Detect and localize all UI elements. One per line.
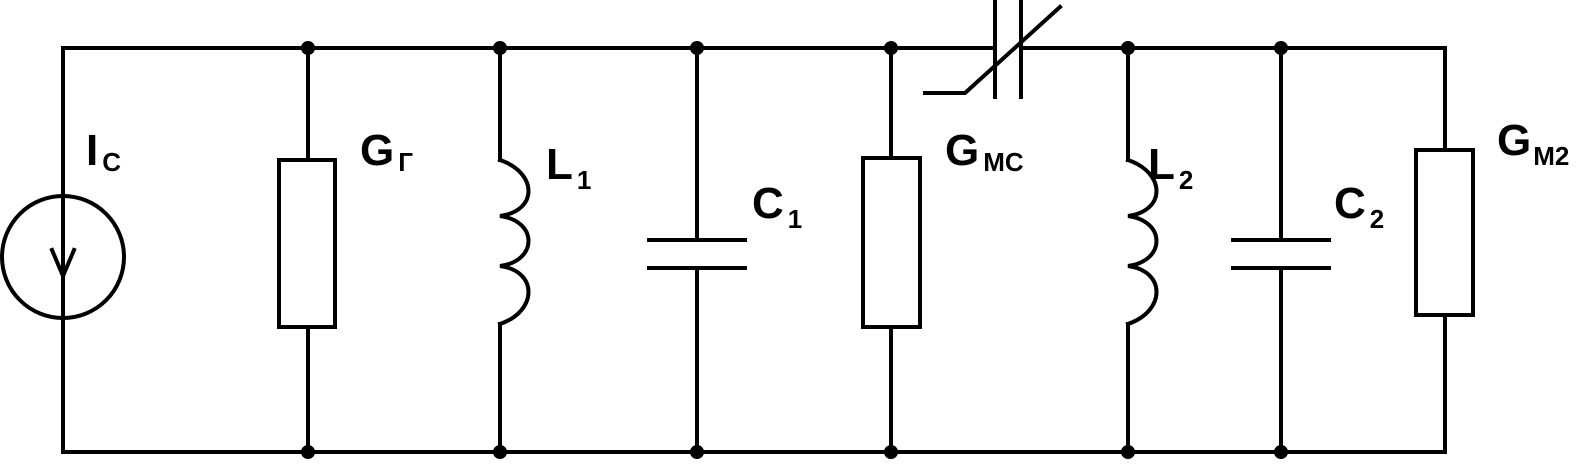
junction-dot <box>884 41 898 55</box>
junction-dot <box>1121 445 1135 459</box>
junction-dot <box>301 41 315 55</box>
inductor-l1 <box>497 46 531 454</box>
variable-capacitor <box>923 0 1063 99</box>
junction-dot <box>493 41 507 55</box>
bus-wires <box>61 46 1447 454</box>
junction-dot <box>1274 445 1288 459</box>
resistor-g-mc <box>861 46 922 454</box>
capacitor-c1 <box>647 46 747 454</box>
resistor-g-gen <box>277 46 337 454</box>
junction-dot <box>690 445 704 459</box>
label-g-m2: GМ2 <box>1497 116 1569 171</box>
bottom-bus <box>61 313 1447 454</box>
capacitor-c2 <box>1231 46 1331 454</box>
junction-dots <box>301 41 1288 459</box>
inductor-l2 <box>1125 46 1159 454</box>
junction-dot <box>1121 41 1135 55</box>
resistor-g-m2 <box>1414 148 1475 317</box>
top-bus-right <box>1023 46 1447 152</box>
current-source <box>0 194 126 320</box>
junction-dot <box>493 445 507 459</box>
junction-dot <box>884 445 898 459</box>
junction-dot <box>1274 41 1288 55</box>
junction-dot <box>690 41 704 55</box>
junction-dot <box>301 445 315 459</box>
